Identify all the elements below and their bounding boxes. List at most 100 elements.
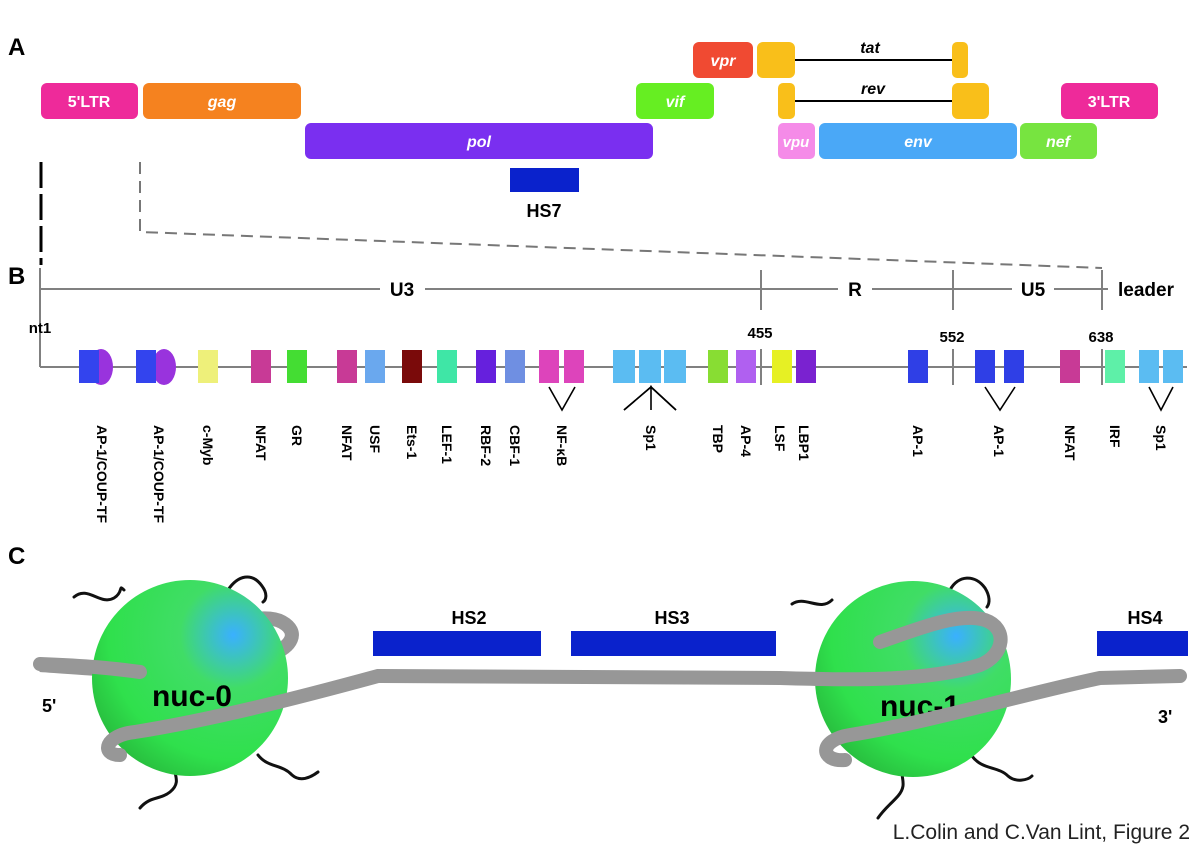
gene-vpu: vpu bbox=[778, 123, 815, 159]
gene-pol: pol bbox=[305, 123, 653, 159]
hs7-site: HS7 bbox=[510, 168, 579, 221]
gene-nef-label: nef bbox=[1046, 134, 1072, 151]
site-label-ap1-2: AP-1 bbox=[991, 425, 1007, 457]
bracket-ap1 bbox=[984, 386, 1016, 412]
site-usf bbox=[365, 350, 385, 383]
site-ap1-2 bbox=[975, 350, 995, 383]
site-nfat-1 bbox=[251, 350, 271, 383]
region-r-label: R bbox=[848, 280, 862, 301]
gene-rev: rev bbox=[778, 81, 989, 119]
site-rbf2 bbox=[476, 350, 496, 383]
site-label-lef1: LEF-1 bbox=[439, 425, 455, 464]
site-label-nfkb: NF-κB bbox=[554, 425, 570, 466]
position-552: 552 bbox=[939, 329, 964, 346]
site-cmyb bbox=[198, 350, 218, 383]
chromatin-model: HS2 HS3 HS4 nuc-0 bbox=[33, 575, 1188, 820]
end-3-label: 3' bbox=[1158, 707, 1172, 727]
site-label-usf: USF bbox=[367, 425, 383, 453]
figure-caption: L.Colin and C.Van Lint, Figure 2 bbox=[892, 821, 1190, 844]
hs3-label: HS3 bbox=[654, 608, 689, 628]
site-label-ap1-coup-2: AP-1/COUP-TF bbox=[151, 425, 167, 523]
gene-3ltr: 3'LTR bbox=[1061, 83, 1158, 119]
site-label-sp1: Sp1 bbox=[643, 425, 659, 451]
nucleosome-nuc0: nuc-0 bbox=[92, 580, 288, 776]
ltr-region-bar: U3 R U5 leader nt1 455 552 638 bbox=[29, 268, 1175, 367]
gene-env-label: env bbox=[904, 134, 933, 151]
site-ap4 bbox=[736, 350, 756, 383]
site-nfkb-1 bbox=[539, 350, 559, 383]
hs4-site: HS4 bbox=[1097, 608, 1188, 656]
hs2-site: HS2 bbox=[373, 608, 541, 656]
panel-a-label: A bbox=[8, 34, 25, 61]
zoom-connectors bbox=[39, 162, 1103, 269]
site-label-nfat-3: NFAT bbox=[1062, 425, 1078, 461]
site-label-ap1-1: AP-1 bbox=[910, 425, 926, 457]
region-u3-label: U3 bbox=[390, 280, 414, 301]
gene-5ltr-label: 5'LTR bbox=[68, 94, 111, 111]
site-ets1 bbox=[402, 350, 422, 383]
gene-nef: nef bbox=[1020, 123, 1097, 159]
site-label-irf: IRF bbox=[1107, 425, 1123, 448]
gene-pol-label: pol bbox=[466, 134, 492, 151]
gene-env: env bbox=[819, 123, 1017, 159]
gene-tat: tat bbox=[757, 40, 968, 78]
site-label-ets1: Ets-1 bbox=[404, 425, 420, 459]
site-label-cbf1: CBF-1 bbox=[507, 425, 523, 466]
bracket-sp1-upper bbox=[623, 385, 677, 411]
site-nfat-3 bbox=[1060, 350, 1080, 383]
site-label-ap4: AP-4 bbox=[738, 425, 754, 457]
site-gr bbox=[287, 350, 307, 383]
gene-5ltr: 5'LTR bbox=[41, 83, 138, 119]
site-sp1-2 bbox=[639, 350, 661, 383]
site-sp1-4 bbox=[1139, 350, 1159, 383]
ltr-sequence: AP-1/COUP-TF AP-1/COUP-TF c-Myb NFAT GR … bbox=[40, 349, 1187, 523]
dna-front-strand bbox=[33, 610, 1187, 768]
gene-vif: vif bbox=[636, 83, 714, 119]
bracket-nfkb bbox=[548, 386, 576, 412]
hs3-site: HS3 bbox=[571, 608, 776, 656]
site-irf bbox=[1105, 350, 1125, 383]
site-ap1-coup-2 bbox=[136, 349, 176, 385]
gene-gag: gag bbox=[143, 83, 301, 119]
site-sp1-5 bbox=[1163, 350, 1183, 383]
site-label-lbp1: LBP1 bbox=[796, 425, 812, 461]
gene-gag-label: gag bbox=[207, 94, 237, 111]
bracket-sp1-right bbox=[1148, 386, 1174, 412]
position-638: 638 bbox=[1088, 329, 1113, 346]
panel-c-label: C bbox=[8, 543, 25, 570]
site-label-nfat-2: NFAT bbox=[339, 425, 355, 461]
site-cbf1 bbox=[505, 350, 525, 383]
site-label-ap1-coup-1: AP-1/COUP-TF bbox=[94, 425, 110, 523]
site-ap1-3 bbox=[1004, 350, 1024, 383]
region-leader-label: leader bbox=[1118, 280, 1175, 301]
bracket-sp1 bbox=[623, 385, 677, 411]
site-nfat-2 bbox=[337, 350, 357, 383]
gene-rev-label: rev bbox=[861, 81, 886, 98]
position-455: 455 bbox=[747, 325, 772, 342]
hs7-label: HS7 bbox=[526, 201, 561, 221]
site-label-nfat-1: NFAT bbox=[253, 425, 269, 461]
gene-vpr: vpr bbox=[693, 42, 753, 78]
site-ap1-coup-1 bbox=[79, 349, 113, 385]
site-lef1 bbox=[437, 350, 457, 383]
site-label-gr: GR bbox=[289, 425, 305, 446]
site-sp1-1 bbox=[613, 350, 635, 383]
site-label-cmyb: c-Myb bbox=[200, 425, 216, 465]
site-label-lsf: LSF bbox=[772, 425, 788, 452]
region-u5-label: U5 bbox=[1021, 280, 1046, 301]
site-tbp bbox=[708, 350, 728, 383]
site-lbp1 bbox=[796, 350, 816, 383]
hs4-label: HS4 bbox=[1127, 608, 1162, 628]
gene-vpu-label: vpu bbox=[783, 134, 810, 151]
gene-vpr-label: vpr bbox=[711, 53, 737, 70]
nuc0-label: nuc-0 bbox=[152, 680, 232, 713]
gene-vif-label: vif bbox=[666, 94, 686, 111]
site-nfkb-2 bbox=[564, 350, 584, 383]
genome-map: 5'LTR gag pol vif vpr tat rev bbox=[41, 40, 1158, 221]
gene-tat-label: tat bbox=[860, 40, 880, 57]
site-label-tbp: TBP bbox=[710, 425, 726, 453]
hs2-label: HS2 bbox=[451, 608, 486, 628]
site-label-rbf2: RBF-2 bbox=[478, 425, 494, 466]
site-label-sp1-right: Sp1 bbox=[1153, 425, 1169, 451]
gene-3ltr-label: 3'LTR bbox=[1088, 94, 1131, 111]
